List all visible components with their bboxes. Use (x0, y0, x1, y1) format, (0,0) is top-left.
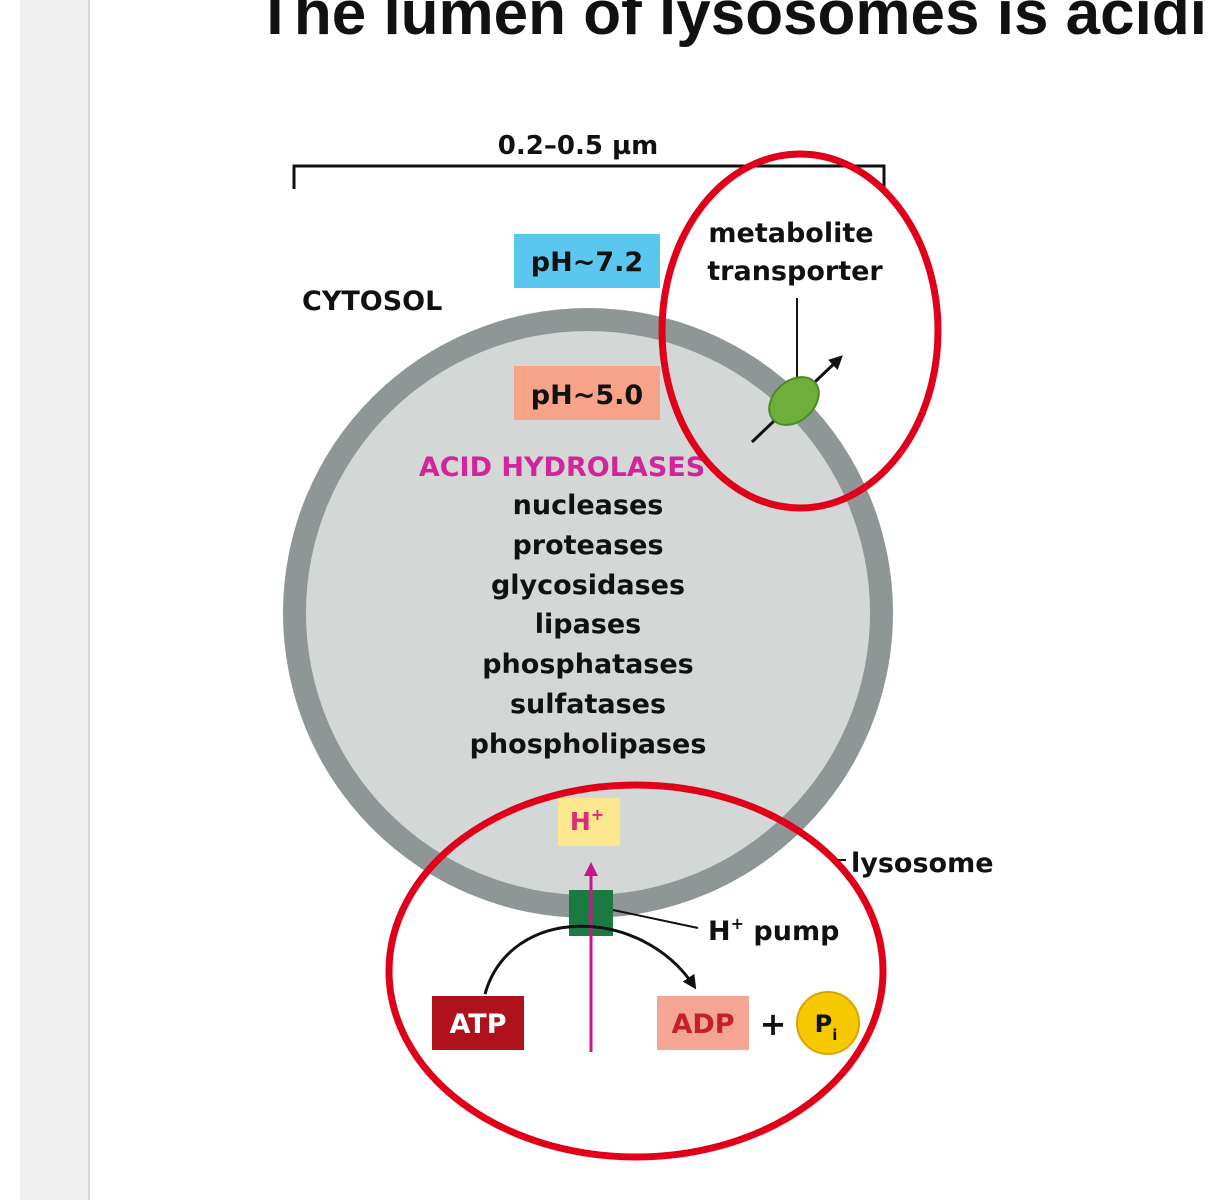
cytosol-ph-badge (514, 234, 660, 288)
acid-hydrolases-heading: ACID HYDROLASES (419, 452, 705, 483)
transporter-highlight-ellipse (658, 150, 942, 512)
transporter-label-line1: metabolite (708, 218, 873, 249)
atp-label: ATP (449, 1009, 506, 1040)
pump-highlight-ellipse (385, 781, 887, 1161)
enzyme-item: nucleases (513, 490, 664, 521)
lumen-ph-badge (514, 366, 660, 420)
enzyme-item: sulfatases (510, 689, 666, 720)
window-edge (0, 0, 20, 1200)
phosphate-label: Pi (815, 1010, 838, 1044)
phosphate-circle (796, 991, 860, 1055)
pump-leader-line (612, 909, 699, 929)
proton-label: H+ (570, 805, 604, 836)
cytosol-label: CYTOSOL (302, 286, 442, 317)
scale-label: 0.2–0.5 µm (498, 131, 658, 161)
slide-title: The lumen of lysosomes is acidic (256, 0, 1208, 48)
enzyme-item: phospholipases (470, 729, 707, 760)
scale-bracket (292, 164, 886, 189)
lysosome-label: lysosome (851, 848, 994, 879)
adp-label: ADP (671, 1009, 734, 1040)
adp-badge (657, 996, 749, 1050)
proton-badge (558, 798, 620, 846)
slide-thumbnail-panel[interactable] (20, 0, 90, 1200)
metabolite-transporter-icon (768, 376, 820, 426)
enzyme-item: glycosidases (491, 570, 685, 601)
pump-label: H+ pump (708, 914, 839, 947)
enzyme-list: nucleases proteases glycosidases lipases… (470, 490, 707, 760)
cytosol-ph-label: pH~7.2 (531, 247, 643, 278)
atp-badge (432, 996, 524, 1050)
atp-hydrolysis-arrow (483, 924, 697, 995)
enzyme-item: proteases (512, 530, 663, 561)
lysosome-lumen (306, 331, 870, 895)
enzyme-item: phosphatases (482, 649, 694, 680)
plus-sign: + (760, 1005, 787, 1043)
enzyme-item: lipases (535, 609, 642, 640)
transporter-label-line2: transporter (707, 256, 883, 287)
lumen-ph-label: pH~5.0 (531, 380, 643, 411)
